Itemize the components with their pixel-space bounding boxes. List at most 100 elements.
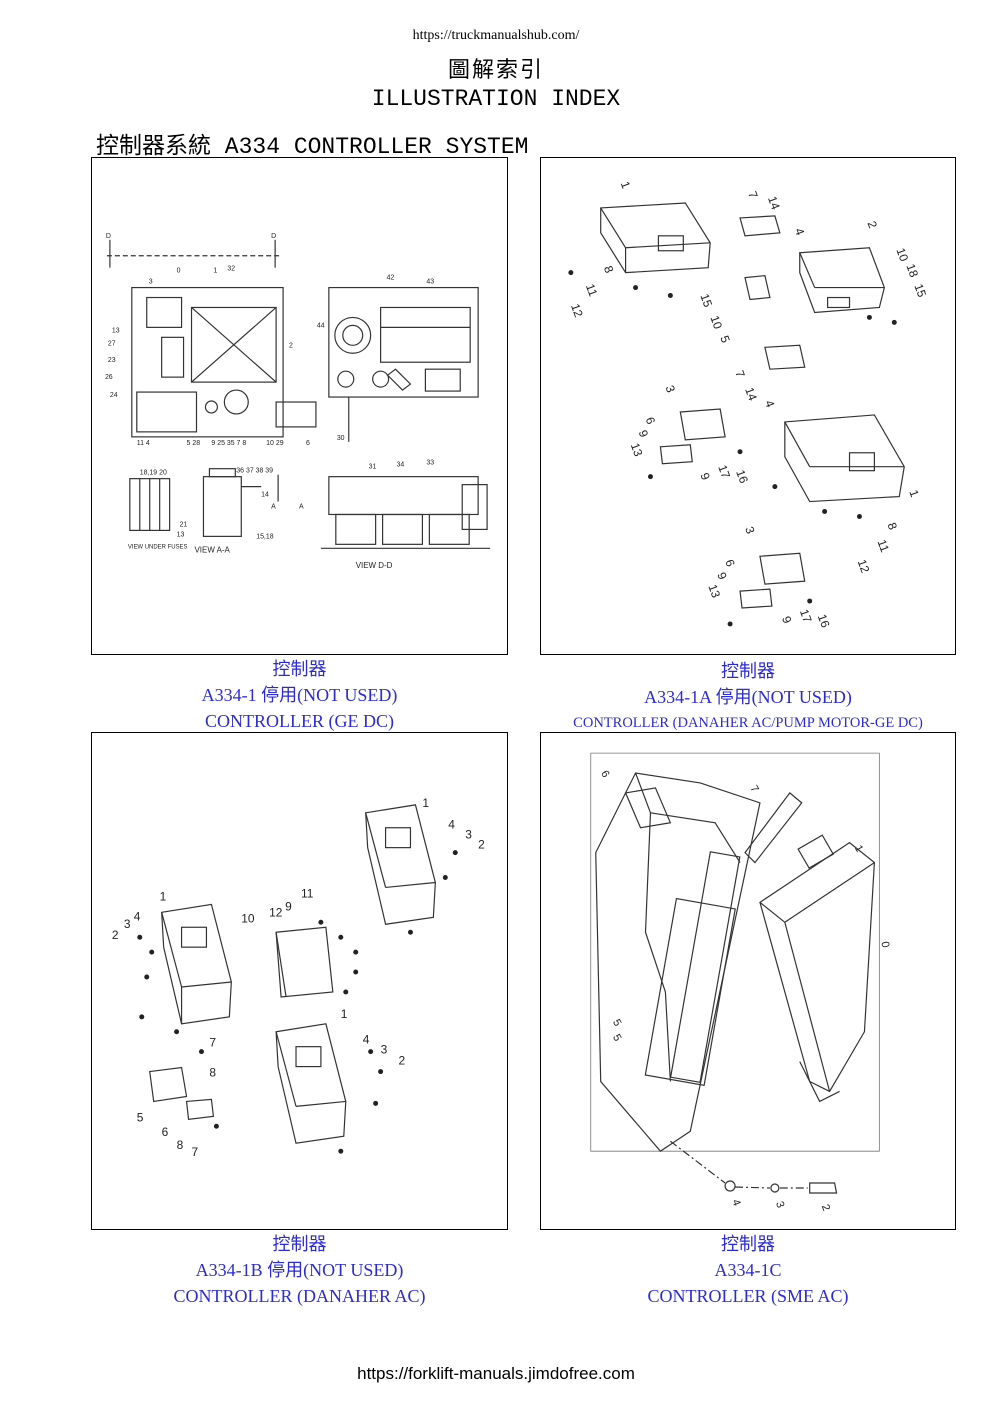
svg-text:3: 3 [124, 917, 131, 931]
top-url[interactable]: https://truckmanualshub.com/ [412, 28, 580, 43]
svg-text:16: 16 [815, 612, 833, 630]
svg-text:2: 2 [112, 928, 119, 942]
svg-text:1: 1 [160, 889, 167, 903]
svg-text:2: 2 [478, 838, 485, 852]
svg-text:15: 15 [911, 282, 929, 300]
caption-code: A334-1A 停用(NOT USED) [644, 687, 852, 707]
svg-text:9: 9 [779, 614, 795, 625]
svg-text:14: 14 [742, 385, 760, 403]
svg-text:2: 2 [865, 219, 881, 230]
svg-text:1: 1 [906, 488, 922, 499]
svg-text:17: 17 [797, 607, 815, 625]
svg-text:2: 2 [289, 342, 293, 349]
page-title-english: ILLUSTRATION INDEX [371, 86, 621, 112]
svg-text:43: 43 [426, 279, 434, 286]
svg-text:8: 8 [177, 1138, 184, 1152]
caption-code: A334-1 停用(NOT USED) [201, 685, 398, 705]
caption-a334-1a: 控制器 A334-1A 停用(NOT USED) CONTROLLER (DAN… [540, 658, 956, 736]
svg-text:7: 7 [192, 1145, 199, 1159]
svg-text:34: 34 [397, 462, 405, 469]
svg-text:18: 18 [903, 262, 921, 280]
svg-text:9: 9 [714, 570, 730, 581]
svg-text:33: 33 [426, 460, 434, 467]
svg-text:7: 7 [732, 368, 748, 379]
caption-name: CONTROLLER (DANAHER AC/PUMP MOTOR-GE DC) [573, 715, 923, 731]
diagram-panel-a334-1a: 1 7 14 4 2 10 18 15 8 11 12 15 10 5 7 14… [540, 157, 956, 655]
svg-text:5 28: 5 28 [187, 440, 201, 447]
svg-text:1: 1 [422, 796, 429, 810]
svg-text:14: 14 [765, 194, 783, 212]
svg-text:36 37 38 39: 36 37 38 39 [236, 468, 273, 475]
svg-text:1: 1 [852, 843, 865, 854]
caption-a334-1: 控制器 A334-1 停用(NOT USED) CONTROLLER (GE D… [91, 656, 508, 734]
svg-text:23: 23 [108, 357, 116, 364]
diagram-danaher-ac-pump-controller: 1 7 14 4 2 10 18 15 8 11 12 15 10 5 7 14… [568, 179, 929, 630]
svg-text:7: 7 [745, 189, 761, 200]
svg-text:10: 10 [707, 314, 725, 332]
caption-code: A334-1C [714, 1260, 782, 1280]
view-aa-label: VIEW A-A [195, 545, 231, 554]
diagram-panel-a334-1c: 6 7 1 0 5 5 4 3 2 [540, 732, 956, 1230]
svg-text:13: 13 [705, 582, 723, 600]
svg-text:4: 4 [134, 909, 141, 923]
svg-text:6: 6 [722, 557, 738, 568]
caption-name: CONTROLLER (DANAHER AC) [173, 1286, 426, 1306]
svg-text:16: 16 [733, 468, 751, 486]
svg-text:10: 10 [893, 246, 911, 264]
svg-text:13: 13 [628, 441, 646, 459]
svg-text:2: 2 [819, 1203, 832, 1213]
view-dd-label: VIEW D-D [356, 561, 393, 570]
svg-text:15: 15 [697, 292, 715, 310]
svg-text:3: 3 [465, 828, 472, 842]
view-under-fuses-label: VIEW UNDER FUSES [128, 544, 188, 550]
svg-text:11: 11 [875, 538, 893, 555]
svg-text:18,19 20: 18,19 20 [140, 470, 167, 477]
svg-text:8: 8 [601, 264, 617, 275]
svg-text:4: 4 [729, 1198, 742, 1208]
svg-text:3: 3 [381, 1043, 388, 1057]
svg-text:17: 17 [715, 463, 733, 481]
svg-text:21: 21 [180, 521, 188, 528]
svg-text:11: 11 [301, 886, 314, 900]
svg-text:5: 5 [137, 1110, 144, 1124]
svg-text:26: 26 [105, 374, 113, 381]
svg-text:1: 1 [618, 179, 634, 190]
svg-text:13: 13 [177, 531, 185, 538]
svg-text:7: 7 [747, 783, 760, 794]
svg-text:32: 32 [227, 266, 235, 273]
svg-text:12: 12 [269, 905, 283, 919]
svg-text:11: 11 [583, 282, 601, 299]
svg-text:9: 9 [697, 471, 713, 482]
svg-text:1: 1 [341, 1007, 348, 1021]
svg-text:6: 6 [643, 415, 659, 426]
svg-text:5: 5 [610, 1032, 623, 1043]
svg-text:D: D [271, 233, 276, 240]
caption-label-zh: 控制器 [272, 659, 327, 679]
svg-text:A: A [271, 504, 276, 511]
svg-text:3: 3 [149, 279, 153, 286]
diagram-sme-ac-controller: 6 7 1 0 5 5 4 3 2 [590, 752, 891, 1213]
svg-text:8: 8 [209, 1066, 216, 1080]
svg-text:3: 3 [663, 383, 679, 394]
page-title-chinese: 圖解索引 [447, 58, 544, 83]
svg-text:9: 9 [285, 899, 292, 913]
svg-text:15,18: 15,18 [256, 533, 274, 540]
caption-name: CONTROLLER (GE DC) [205, 711, 394, 731]
svg-text:5: 5 [610, 1017, 623, 1028]
caption-label-zh: 控制器 [721, 661, 775, 681]
bottom-url[interactable]: https://forklift-manuals.jimdofree.com [357, 1364, 635, 1383]
svg-text:6: 6 [306, 440, 310, 447]
caption-label-zh: 控制器 [721, 1234, 775, 1254]
svg-text:24: 24 [110, 392, 118, 399]
svg-text:31: 31 [369, 464, 377, 471]
svg-text:10: 10 [241, 911, 255, 925]
svg-text:3: 3 [742, 525, 758, 536]
caption-label-zh: 控制器 [272, 1234, 327, 1254]
svg-text:30: 30 [337, 435, 345, 442]
svg-text:14: 14 [261, 492, 269, 499]
svg-text:9: 9 [636, 428, 652, 439]
svg-text:A: A [299, 504, 304, 511]
